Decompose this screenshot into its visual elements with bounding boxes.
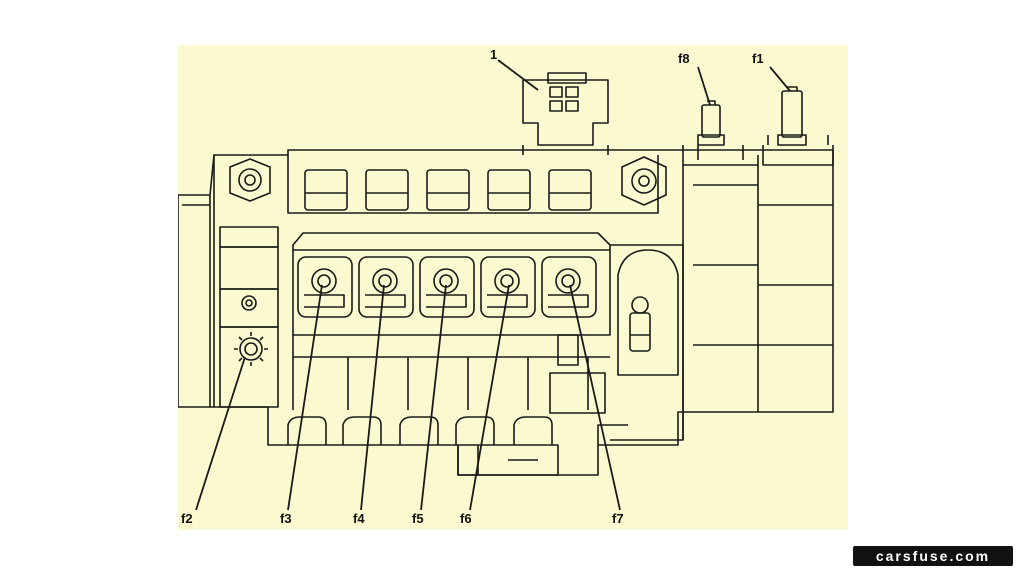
leader-f1: [769, 66, 791, 92]
fuse-f4: [358, 256, 414, 318]
label-f8: f8: [678, 51, 690, 66]
leader-f4: [360, 284, 385, 511]
leader-f3: [287, 284, 323, 511]
leader-f5: [420, 284, 447, 511]
label-f7: f7: [612, 511, 624, 526]
left-bolt: [229, 158, 271, 202]
label-f4: f4: [353, 511, 365, 526]
top-slots: [304, 169, 592, 211]
label-f6: f6: [460, 511, 472, 526]
watermark-badge: carsfuse.com: [853, 546, 1013, 566]
leader-f7: [569, 284, 621, 511]
fuse-f2: [234, 332, 268, 366]
fuse-box-diagram: 1 f8 f1 f2 f3 f4 f5 f6 f7: [178, 45, 848, 530]
label-part-1: 1: [490, 47, 497, 62]
leader-1: [497, 59, 539, 91]
label-f5: f5: [412, 511, 424, 526]
fuse-windows: [297, 256, 597, 318]
fuse-f5: [419, 256, 475, 318]
fuse-f3: [297, 256, 353, 318]
label-f1: f1: [752, 51, 764, 66]
right-bolt: [621, 156, 667, 206]
right-post: [617, 249, 679, 376]
leader-f2: [195, 356, 246, 511]
label-f2: f2: [181, 511, 193, 526]
housing-outline: [209, 149, 834, 476]
fuse-f8: [697, 100, 725, 146]
fuse-f1: [777, 86, 807, 146]
fuse-box-drawing: 1 f8 f1 f2 f3 f4 f5 f6 f7: [178, 47, 834, 526]
leader-f6: [469, 284, 510, 511]
label-f3: f3: [280, 511, 292, 526]
fuse-f7: [541, 256, 597, 318]
leader-lines: [195, 59, 791, 511]
bottom-prongs: [287, 416, 628, 476]
leader-f8: [697, 66, 711, 106]
part-1-connector: [522, 72, 609, 155]
